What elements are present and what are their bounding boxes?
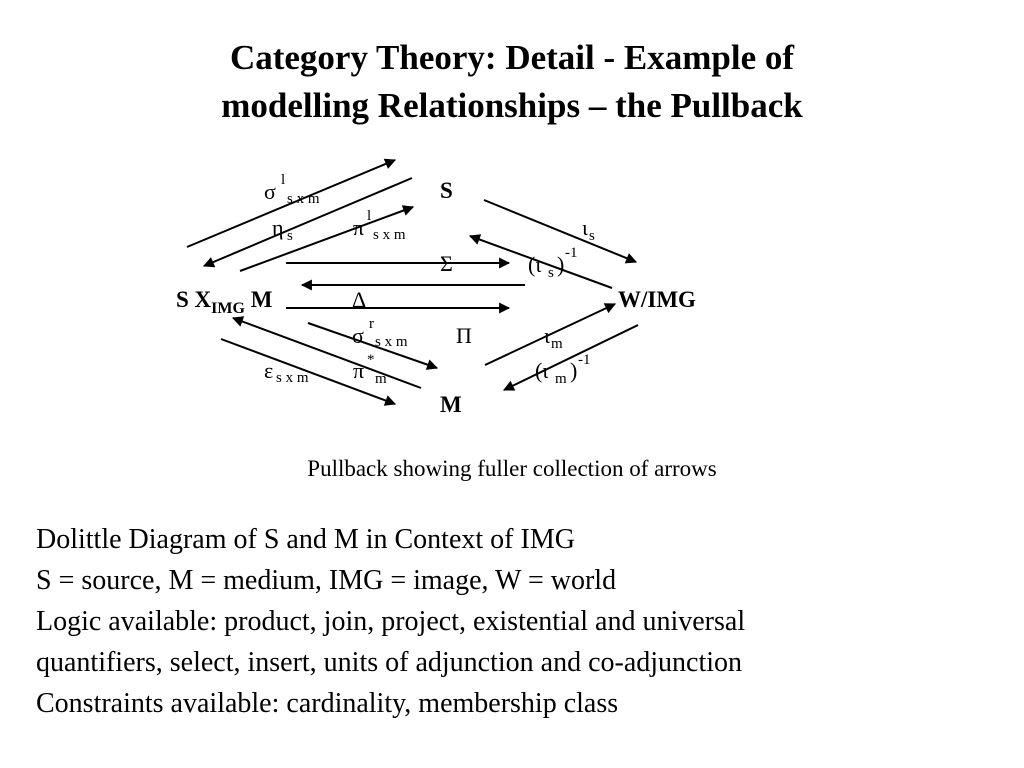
node-product-base: S X [176,287,212,312]
diagram-caption: Pullback showing fuller collection of ar… [307,456,717,481]
label-pi-star: π*m [353,352,387,387]
arrow-sigma-r [307,322,439,370]
label-sigma-r-sym: σ [352,323,364,348]
label-sigma-l-sup: l [281,172,285,188]
label-iota-m-inverse: (ι m)-1 [535,352,591,387]
label-epsilon-sub: s x m [276,370,309,386]
arrow-sigma-l [186,158,397,248]
label-sigma-r-sub: s x m [375,334,408,350]
label-eta-s-sym: η [272,215,284,240]
node-s: S [440,178,453,203]
label-iota-m-inverse-close: ) [570,358,577,383]
label-iota-m: ιm [544,323,563,352]
description-line: quantifiers, select, insert, units of ad… [36,647,743,678]
page-title: Category Theory: Detail - Example of mod… [0,34,1024,130]
label-pi-l-sup: l [367,208,371,224]
node-product: S XIMG M [176,287,273,317]
description-text: Dolittle Diagram of S and M in Context o… [36,519,745,724]
node-product-tail: M [245,287,273,312]
label-iota-s-sub: s [589,228,595,244]
label-pi-star-sub: m [375,371,387,387]
title-line-2: modelling Relationships – the Pullback [221,86,803,125]
arrow-iota-s [483,199,638,264]
label-Pi: Π [456,323,472,348]
arrow-iota-s-inverse [468,234,613,289]
description-line: S = source, M = medium, IMG = image, W =… [36,565,617,596]
label-iota-m-inverse-open: (ι [535,358,548,383]
label-iota-m-sub: m [551,336,563,352]
label-pi-star-sup: * [367,352,375,368]
label-iota-m-inverse-sub: m [555,371,567,387]
label-iota-s-inverse-sub: s [548,265,554,281]
label-sigma-r-sup: r [369,316,374,332]
label-Sigma: Σ [440,251,453,276]
description-line: Dolittle Diagram of S and M in Context o… [36,524,575,555]
arrow-iota-m [484,303,616,366]
label-epsilon-sym: ε [264,358,273,383]
label-pi-l-sub: s x m [373,227,406,243]
arrow-iota-m-inverse [503,324,639,391]
label-pi-l-sym: π [353,215,364,240]
label-iota-m-sym: ι [544,323,550,348]
label-Delta: Δ [352,287,366,312]
label-iota-s-inverse-sup: -1 [565,245,578,261]
description-line: Constraints available: cardinality, memb… [36,688,619,719]
label-iota-s-sym: ι [582,215,588,240]
label-eta-s-sub: s [287,228,293,244]
node-world: W/IMG [618,287,696,312]
label-iota-s-inverse-close: ) [557,252,564,277]
label-sigma-l-sym: σ [264,179,276,204]
node-m: M [440,392,462,417]
arrow-pi-star [231,316,422,389]
label-pi-star-sym: π [353,358,364,383]
label-iota-s-inverse-open: (ι [528,252,541,277]
label-sigma-l-sub: s x m [287,191,320,207]
arrow-pi-l [239,205,415,272]
label-iota-s-inverse: (ι s)-1 [528,245,578,281]
arrow-eta-s [202,177,413,268]
label-iota-m-inverse-sup: -1 [578,352,591,368]
label-iota-s: ιs [582,215,595,244]
arrow-epsilon [220,338,397,406]
description-line: Logic available: product, join, project,… [36,606,746,637]
node-product-sub: IMG [211,300,245,317]
title-line-1: Category Theory: Detail - Example of [229,38,795,77]
